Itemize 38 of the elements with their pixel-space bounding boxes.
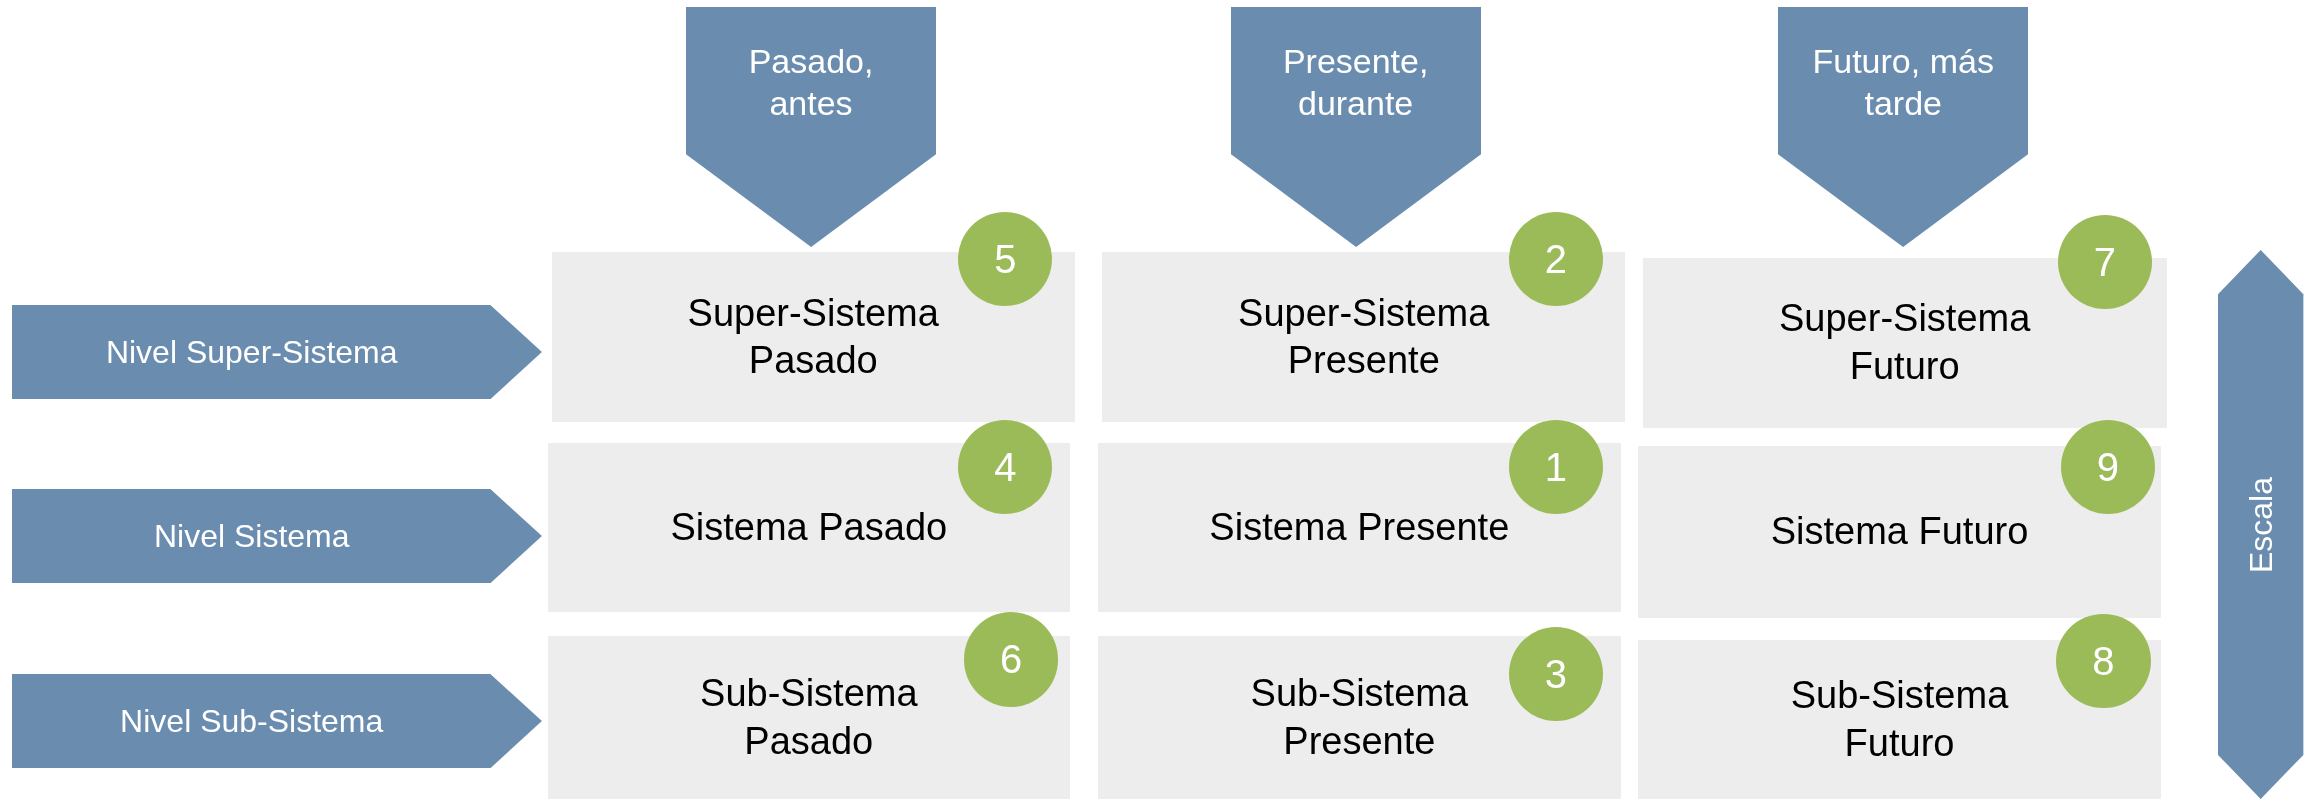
grid-cell: [1098, 443, 1621, 613]
grid-cell: [1638, 640, 2161, 800]
banner-label: Presente, durante: [1281, 40, 1430, 125]
badge-number: 9: [2096, 443, 2119, 491]
level-label: Nivel Sub-Sistema: [120, 702, 384, 742]
cell-label: Sistema Pasado: [670, 504, 948, 550]
cell-label: Sub-Sistema Pasado: [699, 671, 919, 764]
cell-label: Super-Sistema Pasado: [686, 290, 940, 384]
down-arrow-banner: [1778, 7, 2029, 248]
badge-number: 7: [2093, 239, 2116, 286]
badge-number: 3: [1544, 651, 1567, 699]
badge-number: 4: [994, 443, 1017, 491]
cell-label: Sub-Sistema Presente: [1249, 671, 1470, 764]
cell-label: Sistema Presente: [1209, 504, 1510, 550]
grid-cell: [1098, 635, 1621, 800]
scale-label: Escala: [2241, 476, 2280, 573]
level-label: Nivel Super-Sistema: [105, 332, 398, 372]
grid-cell: [547, 635, 1071, 800]
banner-label: Futuro, más tarde: [1811, 40, 1995, 125]
badge-number: 1: [1544, 443, 1567, 491]
down-arrow-banner: [1230, 7, 1481, 248]
right-arrow-banner: [11, 674, 542, 769]
badge-number: 6: [1000, 636, 1023, 684]
level-label: Nivel Sistema: [153, 516, 350, 556]
right-arrow-banner: [11, 304, 542, 399]
right-arrow-banner: [11, 488, 542, 583]
cell-label: Sub-Sistema Futuro: [1789, 673, 2010, 766]
badge-number: 8: [2092, 637, 2115, 685]
badge-number: 2: [1544, 236, 1567, 284]
down-arrow-banner: [685, 7, 937, 248]
grid-cell: [547, 443, 1071, 613]
badge-number: 5: [994, 236, 1017, 284]
cell-label: Sistema Futuro: [1770, 509, 2029, 555]
double-arrow-banner: [2218, 250, 2304, 800]
cell-label: Super-Sistema Futuro: [1778, 296, 2032, 389]
banner-label: Pasado, antes: [747, 40, 875, 125]
grid-cell: [1638, 446, 2161, 619]
cell-label: Super-Sistema Presente: [1237, 290, 1491, 384]
